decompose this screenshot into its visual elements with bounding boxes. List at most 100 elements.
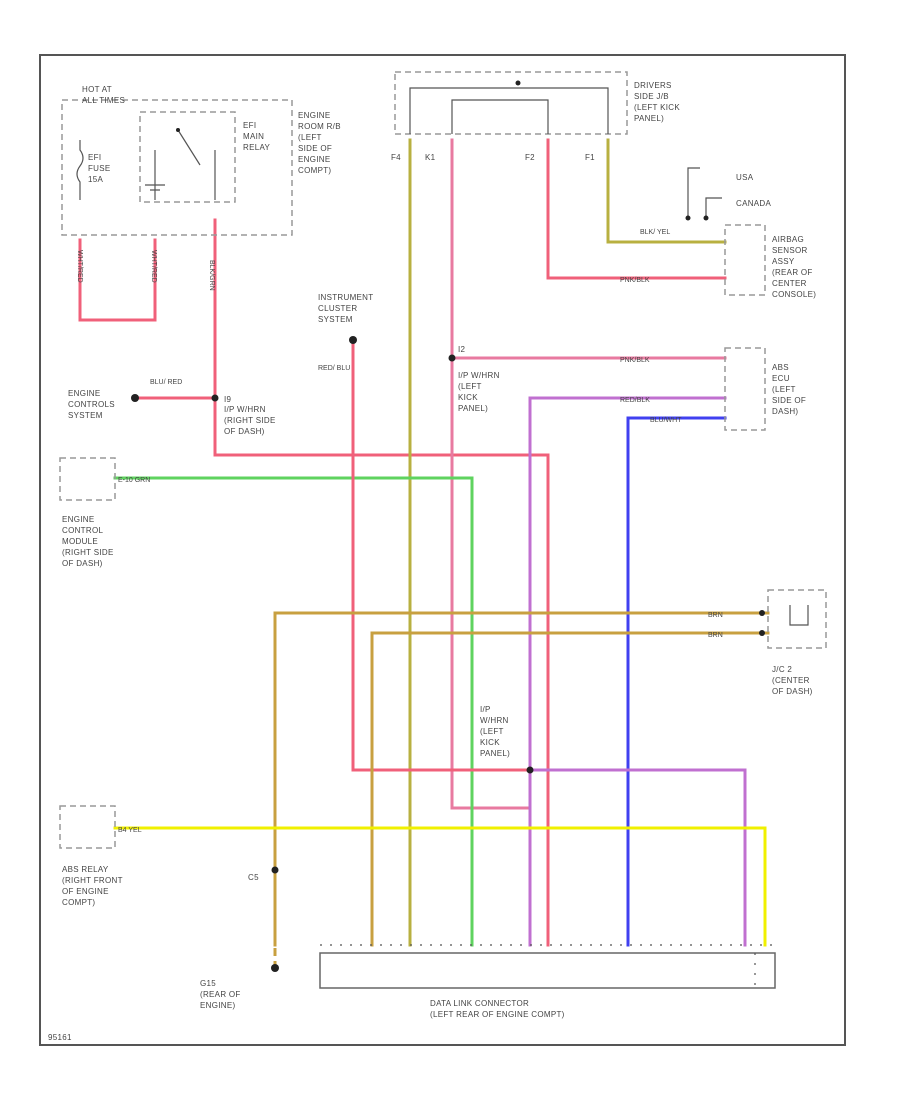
labels-engine_controls-line-2: SYSTEM — [68, 411, 103, 420]
labels-drivers_side_jb-line-2: (LEFT KICK — [634, 103, 680, 112]
labels-dlc-line-0: DATA LINK CONNECTOR — [430, 999, 529, 1008]
labels-abs_relay-line-0: ABS RELAY — [62, 865, 109, 874]
labels-ecm-line-2: MODULE — [62, 537, 98, 546]
splice-ip — [526, 766, 534, 774]
labels-engine_room_rb-line-5: COMPT) — [298, 166, 331, 175]
labels-instrument_cluster-line-0: INSTRUMENT — [318, 293, 373, 302]
labels-ecm-line-1: CONTROL — [62, 526, 103, 535]
wire-k1 — [450, 138, 532, 947]
wire_labels-pnk_blk2-line-0: PNK/BLK — [620, 357, 650, 364]
wire-labels: WHT/RED WHT/RED BLK/GRN RED/ BLU E-10 GRN B4 … — [76, 229, 723, 882]
labels-g15-line-1: (REAR OF — [200, 990, 241, 999]
jb-internal-wiring — [409, 87, 609, 134]
wire_labels-tan_1-line-0: BRN — [708, 612, 723, 619]
labels-abs_ecu-line-3: SIDE OF — [772, 396, 806, 405]
labels-ip_right-line-1: (RIGHT SIDE — [224, 416, 276, 425]
labels-g15-line-0: G15 — [200, 979, 216, 988]
dlc-pin-row — [320, 944, 775, 988]
wire-wht-red-loop — [78, 238, 157, 322]
labels-efi_relay-line-2: RELAY — [243, 143, 271, 152]
labels-drivers_side_jb-line-0: DRIVERS — [634, 81, 672, 90]
labels-efi_fuse-line-0: EFI — [88, 153, 101, 162]
wire-relay-to-dlc — [213, 218, 550, 947]
terminals-f2-line-0: F2 — [525, 153, 535, 162]
labels-instrument_cluster-line-1: CLUSTER — [318, 304, 357, 313]
wire-f2-airbag — [546, 138, 727, 280]
ecm-box — [59, 457, 116, 501]
wire_labels-red_blu-line-0: RED/ BLU — [318, 365, 350, 372]
labels-canada-line-0: CANADA — [736, 199, 772, 208]
labels-ip_left-line-3: PANEL) — [458, 404, 488, 413]
data-link-connector — [319, 952, 776, 989]
wire-f1-airbag — [606, 138, 727, 244]
labels-ip_left-line-2: KICK — [458, 393, 478, 402]
wire_labels-eb_grn-line-0: E-10 GRN — [118, 477, 150, 484]
labels-ip_left2-line-4: PANEL) — [480, 749, 510, 758]
labels-abs_ecu-line-4: DASH) — [772, 407, 798, 416]
labels-hot_at-line-1: ALL TIMES — [82, 96, 125, 105]
cluster-dot — [349, 336, 357, 344]
labels-usa-line-0: USA — [736, 173, 754, 182]
wire_labels-wht_red_1-line-0: WHT/RED — [76, 250, 83, 283]
labels-ip_left-line-1: (LEFT — [458, 382, 482, 391]
labels-jc2-line-0: J/C 2 — [772, 665, 792, 674]
usa-canada-lines — [687, 167, 722, 218]
labels-ip_left-line-0: I/P W/HRN — [458, 371, 500, 380]
wire-cluster — [351, 338, 532, 772]
labels-ecm-line-4: OF DASH) — [62, 559, 103, 568]
wire_labels-blk_grn_1-line-0: BLK/GRN — [208, 260, 215, 291]
jc2-box — [767, 589, 827, 649]
fuse-icon — [76, 140, 84, 200]
ground-g15-dot — [271, 964, 279, 972]
terminals-f4-line-0: F4 — [391, 153, 401, 162]
engine-controls-dot — [131, 394, 139, 402]
labels-airbag_sensor-line-0: AIRBAG — [772, 235, 804, 244]
terminals-i2-line-0: I2 — [458, 345, 466, 354]
relay-contact-icon — [154, 129, 216, 200]
efi-relay-box — [139, 111, 236, 203]
relay-coil-icon — [145, 184, 165, 191]
labels-efi_relay-line-1: MAIN — [243, 132, 264, 141]
labels-engine_controls-line-1: CONTROLS — [68, 400, 115, 409]
labels-abs_relay-line-3: COMPT) — [62, 898, 95, 907]
labels-abs_ecu-line-0: ABS — [772, 363, 789, 372]
wire-abs-2 — [528, 396, 727, 947]
labels-efi_fuse-line-2: 15A — [88, 175, 103, 184]
labels-engine_room_rb-line-4: ENGINE — [298, 155, 330, 164]
labels-engine_room_rb-line-3: SIDE OF — [298, 144, 332, 153]
labels-drivers_side_jb-line-3: PANEL) — [634, 114, 664, 123]
labels-hot_at-line-0: HOT AT — [82, 85, 112, 94]
labels-abs_relay-line-1: (RIGHT FRONT — [62, 876, 123, 885]
wire_labels-wht_red_2-line-0: WHT/RED — [150, 250, 157, 283]
labels-efi_relay-line-0: EFI — [243, 121, 256, 130]
labels-efi_fuse-line-1: FUSE — [88, 164, 111, 173]
terminals-k1-line-0: K1 — [425, 153, 436, 162]
labels-ip_right-line-0: I/P W/HRN — [224, 405, 266, 414]
labels-airbag_sensor-line-1: SENSOR — [772, 246, 808, 255]
terminals-f1-line-0: F1 — [585, 153, 595, 162]
labels-ip_right-line-2: OF DASH) — [224, 427, 265, 436]
abs-relay-box — [59, 805, 116, 849]
wire-violet-dlc — [528, 768, 747, 947]
terminals-i9-line-0: I9 — [224, 395, 232, 404]
engine-room-rb-box — [61, 99, 293, 236]
labels-engine_room_rb-line-0: ENGINE — [298, 111, 330, 120]
jc2-link-icon — [789, 605, 809, 626]
wire_labels-tan_2-line-0: BRN — [708, 632, 723, 639]
labels-jc2-line-2: OF DASH) — [772, 687, 813, 696]
wire-tan-1 — [273, 611, 770, 947]
wire_labels-pnk_blk-line-0: PNK/BLK — [620, 277, 650, 284]
labels-abs_relay-line-2: OF ENGINE — [62, 887, 109, 896]
labels-ip_left2-line-1: W/HRN — [480, 716, 509, 725]
wire_labels-blu_wht-line-0: BLU/WHT — [650, 417, 682, 424]
wire-ecm — [113, 476, 474, 947]
component-labels: HOT AT ALL TIMES EFI FUSE 15A EFI MAIN RELAY ENG… — [48, 81, 816, 1042]
abs-ecu-box — [724, 347, 766, 431]
labels-ip_left2-line-2: (LEFT — [480, 727, 504, 736]
wire_labels-yel-line-0: B4 YEL — [118, 827, 142, 834]
splice-c5 — [271, 866, 279, 874]
labels-engine_controls-line-0: ENGINE — [68, 389, 100, 398]
wire-label-blu-red: BLU/ RED — [150, 379, 182, 386]
labels-footer-line-0: 95161 — [48, 1033, 72, 1042]
